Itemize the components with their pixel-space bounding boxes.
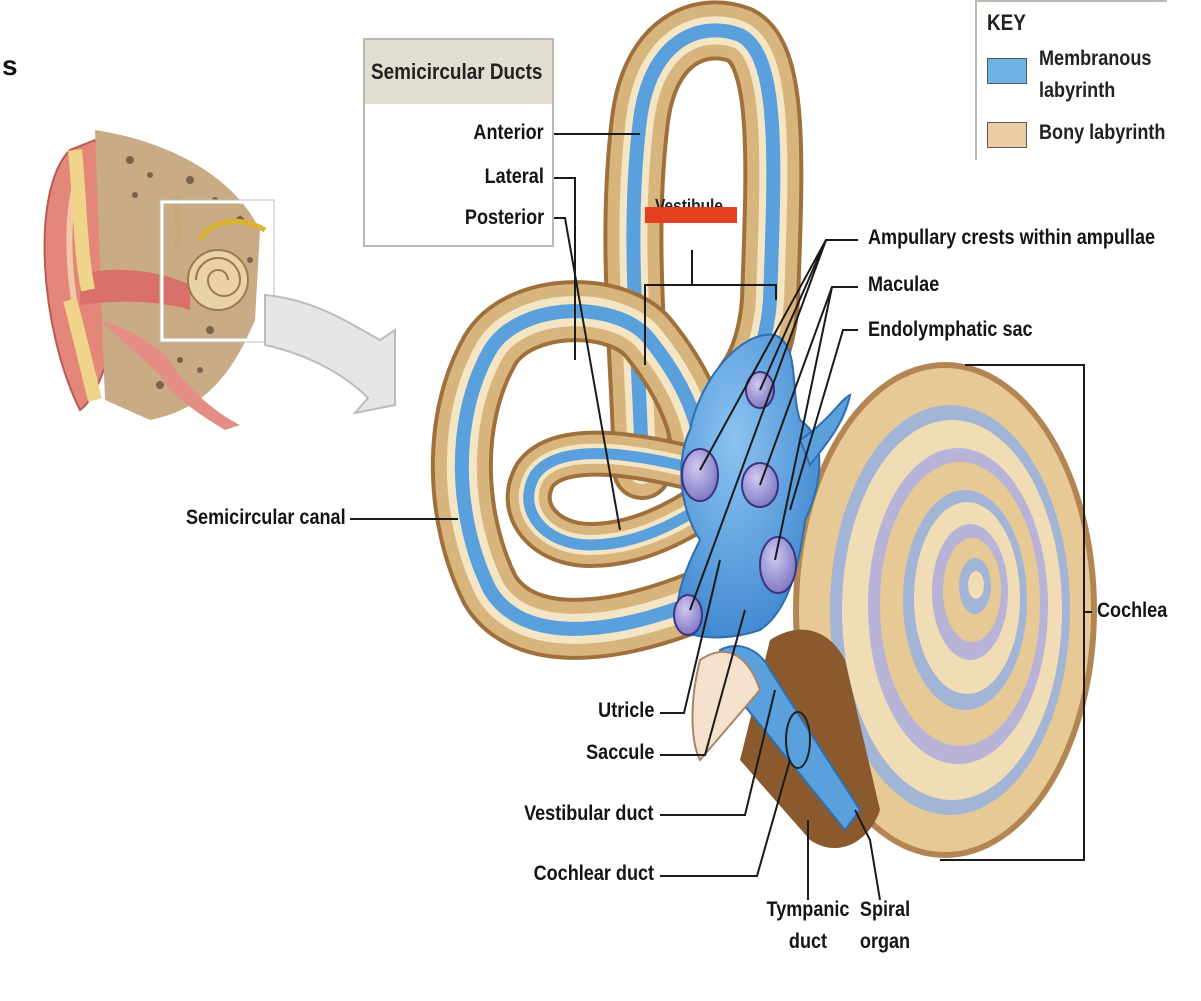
callout-arrow [264, 293, 396, 415]
label-saccule: Saccule [585, 741, 654, 764]
label-lateral: Lateral [484, 165, 544, 188]
key-membranous-line1: Membranous [1039, 47, 1152, 70]
label-utricle: Utricle [597, 699, 654, 722]
label-maculae: Maculae [868, 273, 940, 296]
semicircular-ducts-title: Semicircular Ducts [371, 59, 543, 84]
label-tympanic-duct-1: Tympanic [766, 898, 850, 921]
label-vestibular-duct: Vestibular duct [524, 802, 654, 825]
leader-lines [350, 133, 1092, 901]
label-cochlear-duct: Cochlear duct [533, 862, 654, 885]
ear-overview [43, 130, 275, 430]
bony-swatch [987, 122, 1027, 148]
semicircular-ducts-box: Semicircular Ducts [363, 38, 554, 247]
label-cochlea: Cochlea [1097, 599, 1168, 622]
key-legend: KEY Membranous labyrinth Bony labyrinth [975, 0, 1167, 160]
key-bony: Bony labyrinth [1039, 121, 1166, 144]
membranous-swatch [987, 58, 1027, 84]
corner-text: s [2, 50, 18, 81]
label-anterior: Anterior [473, 121, 544, 144]
semicircular-ducts-header: Semicircular Ducts [365, 40, 552, 104]
vestibule-redbar [645, 207, 737, 223]
label-endolymphatic-sac: Endolymphatic sac [868, 318, 1033, 341]
label-tympanic-duct-2: duct [788, 930, 828, 953]
label-spiral-organ-2: organ [859, 930, 911, 953]
key-title: KEY [987, 10, 1026, 35]
semicircular-canals [430, 0, 804, 660]
key-membranous-line2: labyrinth [1039, 79, 1116, 102]
label-spiral-organ-1: Spiral [859, 898, 911, 921]
cochlea-spiral [691, 362, 1097, 858]
label-semicircular-canal: Semicircular canal [186, 506, 346, 529]
label-posterior: Posterior [464, 206, 544, 229]
label-ampullary-crests: Ampullary crests within ampullae [868, 226, 1156, 249]
